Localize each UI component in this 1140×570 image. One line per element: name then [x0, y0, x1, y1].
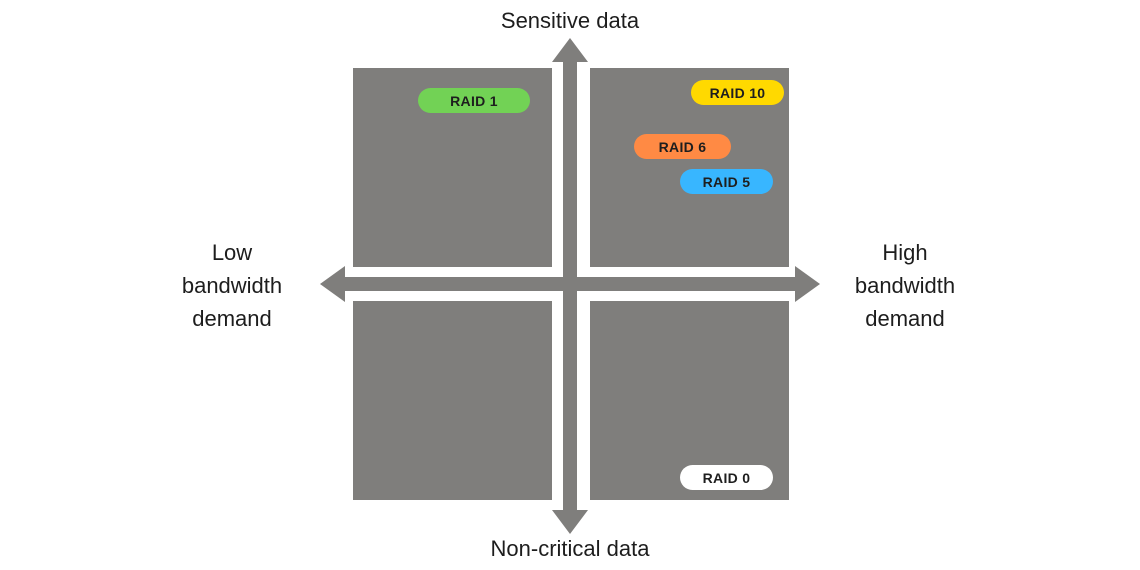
down-arrowhead-icon [552, 510, 588, 534]
axis-label-line: High [882, 240, 928, 265]
axis-label-non-critical-data: Non-critical data [490, 536, 650, 561]
axis-label-low-bandwidth: Low bandwidth demand [150, 236, 314, 335]
quadrant-noncritical-low-bandwidth [353, 301, 552, 500]
axis-label-line: bandwidth [854, 273, 956, 298]
axis-label-high-bandwidth: High bandwidth demand [828, 236, 982, 335]
raid0-pill: RAID 0 [680, 465, 773, 490]
raid5-pill: RAID 5 [680, 169, 773, 194]
axis-label-sensitive-data: Sensitive data [500, 8, 640, 33]
up-arrowhead-icon [552, 38, 588, 62]
axis-label-line: bandwidth [181, 273, 283, 298]
axis-label-line: demand [865, 306, 945, 331]
horizontal-axis-shaft [340, 277, 800, 291]
raid10-pill: RAID 10 [691, 80, 784, 105]
axis-label-line: demand [192, 306, 272, 331]
axis-label-line: Low [211, 240, 253, 265]
right-arrowhead-icon [795, 266, 820, 302]
raid6-pill: RAID 6 [634, 134, 731, 159]
raid1-pill: RAID 1 [418, 88, 530, 113]
left-arrowhead-icon [320, 266, 345, 302]
